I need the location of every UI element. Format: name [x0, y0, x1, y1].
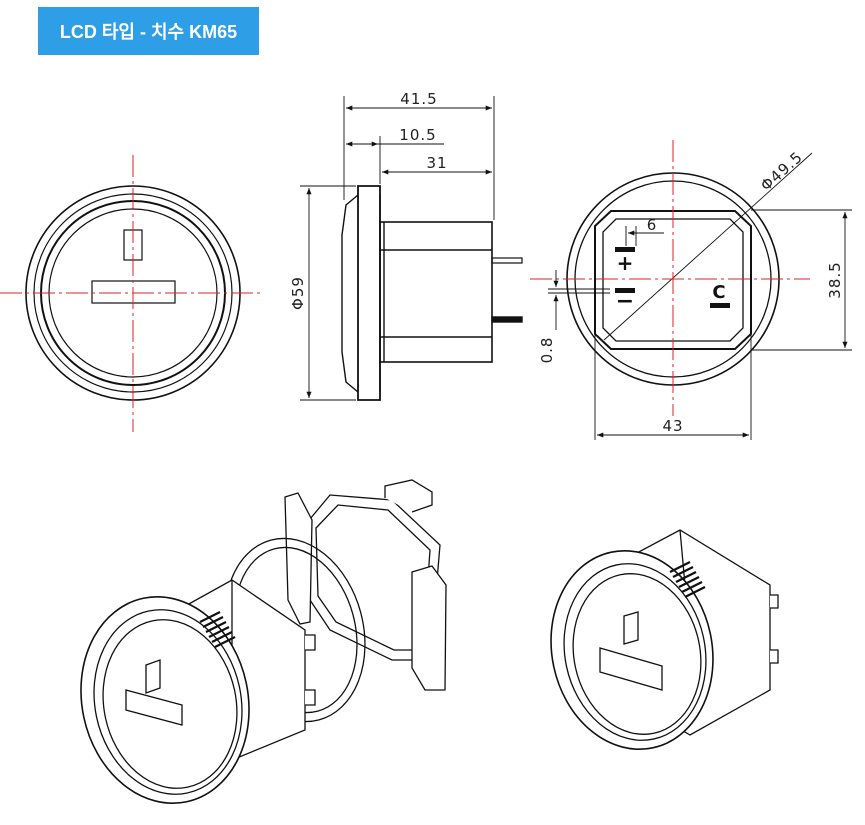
dim-bezel-depth: 10.5: [399, 126, 436, 144]
side-view: [341, 185, 523, 401]
dim-depth-total: 41.5: [400, 90, 437, 108]
minus-terminal-bar: [615, 288, 635, 293]
terminal-marks: + − C: [615, 247, 730, 314]
dim-terminal-pitch: 6: [647, 216, 658, 234]
mounting-bracket: [284, 479, 447, 691]
dim-terminal-thickness: 0.8: [538, 337, 556, 364]
side-dimension-labels: 41.5 10.5 31 Φ59: [289, 90, 447, 310]
title-badge: LCD 타입 - 치수 KM65: [38, 7, 259, 55]
dim-height: 38.5: [826, 261, 844, 298]
assembled-isometric-view: [550, 529, 779, 751]
dim-outer-diameter: Φ59: [289, 276, 307, 310]
common-terminal-symbol: C: [712, 282, 725, 303]
vent-slots-assembled: [669, 561, 706, 598]
side-dimensions: [300, 96, 495, 401]
dim-cutout-diameter: Φ49.5: [757, 148, 806, 195]
rear-dimension-labels: Φ49.5 6 38.5 43 0.8: [538, 148, 844, 435]
exploded-isometric-view: [80, 479, 447, 804]
meter-body-exploded: [80, 579, 316, 804]
dim-width: 43: [662, 417, 683, 435]
rear-dimensions: [548, 209, 852, 440]
common-terminal-bar: [710, 303, 730, 308]
front-centerlines: [0, 155, 262, 432]
rear-centerlines: [530, 140, 810, 416]
minus-terminal-symbol: −: [616, 289, 634, 314]
plus-terminal-symbol: +: [617, 251, 634, 275]
vent-slots: [199, 611, 236, 648]
dim-body-depth: 31: [426, 154, 447, 172]
title-text: LCD 타입 - 치수 KM65: [59, 22, 238, 42]
plus-terminal-bar: [615, 247, 635, 252]
